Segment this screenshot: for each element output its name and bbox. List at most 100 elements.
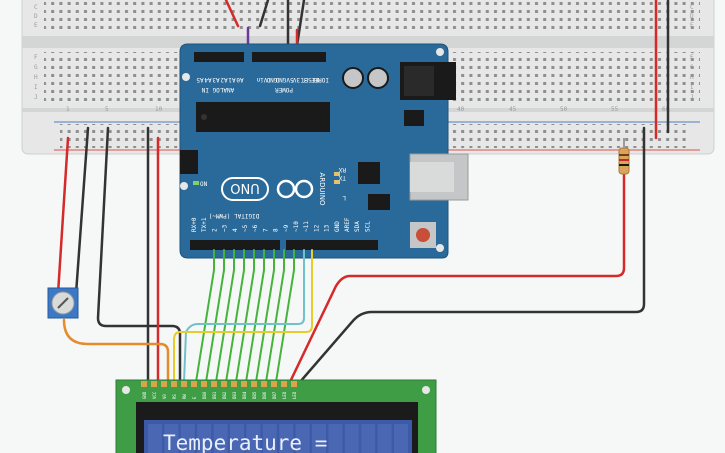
row-label-f-right: F <box>690 54 694 61</box>
pin-label-a5: A5 <box>196 76 204 83</box>
wire-black-pot[interactable] <box>74 126 90 296</box>
arduino-uno[interactable]: A5 A4 A3 A2 A1 A0 Vin GND GND 5V 3.3V RE… <box>179 43 469 259</box>
lcd-pin-label: DB3 <box>232 391 237 399</box>
digital-pin-label: ~10 <box>293 221 300 232</box>
digital-pin-label: ~3 <box>222 224 229 232</box>
lcd-pin[interactable] <box>241 381 247 387</box>
digital-pin-label: 12 <box>313 224 320 232</box>
column-number-50: 50 <box>560 106 568 113</box>
pin-label-a4: A4 <box>204 76 212 83</box>
wire-green-data[interactable] <box>195 249 215 383</box>
potentiometer[interactable] <box>47 287 79 319</box>
uno-text: UNO <box>230 180 259 195</box>
wire-black-lcd-gnd[interactable] <box>96 126 182 384</box>
lcd-pin[interactable] <box>211 381 217 387</box>
lcd-pin-label: LED <box>292 391 297 399</box>
analog-header[interactable] <box>194 52 244 62</box>
wire-orange-v0[interactable] <box>62 318 170 384</box>
lcd-pin[interactable] <box>231 381 237 387</box>
column-number-60: 60 <box>662 106 670 113</box>
lcd-pin[interactable] <box>171 381 177 387</box>
lcd-pin[interactable] <box>191 381 197 387</box>
lcd-pin[interactable] <box>161 381 167 387</box>
wire-red-pot[interactable] <box>56 136 70 296</box>
row-label-i: I <box>34 84 38 91</box>
lcd-pin-label: RW <box>182 394 187 399</box>
tx-label: TX <box>338 174 346 181</box>
digital-pin-label: ~9 <box>283 224 290 232</box>
lcd-pin-label: E <box>192 396 197 399</box>
wire-green-data[interactable] <box>235 249 255 383</box>
wire-green-data[interactable] <box>275 249 295 383</box>
row-label-h: H <box>34 74 38 81</box>
mounting-hole <box>436 48 444 56</box>
lcd-pin-label: GND <box>142 391 147 399</box>
mounting-hole <box>422 386 430 394</box>
arduino-brand: ARDUINO <box>318 173 326 206</box>
wire-green-data[interactable] <box>245 249 265 383</box>
voltage-regulator <box>404 110 424 126</box>
icsp-header <box>368 194 390 210</box>
lcd-pin[interactable] <box>281 381 287 387</box>
capacitor <box>342 67 364 89</box>
resistor[interactable] <box>618 138 630 175</box>
lcd-pin[interactable] <box>291 381 297 387</box>
wire-green-data[interactable] <box>215 249 235 383</box>
on-led <box>193 181 199 185</box>
row-label-i-right: I <box>690 84 694 91</box>
mounting-hole <box>182 73 190 81</box>
lcd-pin-label: DB7 <box>272 391 277 399</box>
wire-green-data[interactable] <box>225 249 245 383</box>
wire-red-top-1[interactable] <box>224 0 240 28</box>
lcd-pin[interactable] <box>251 381 257 387</box>
wire-red-led-anode[interactable] <box>288 170 626 384</box>
wire-cyan-enable[interactable] <box>183 249 305 383</box>
digital-pin-label: RX+0 <box>191 217 198 232</box>
pin-label-a1: A1 <box>228 76 236 83</box>
column-number-10: 10 <box>155 106 163 113</box>
rx-label: RX <box>338 166 346 173</box>
digital-pwm-label: DIGITAL (PWM~) <box>209 212 260 219</box>
lcd-pin-label: LED <box>282 391 287 399</box>
digital-pin-label: GND <box>334 221 341 232</box>
digital-header-low[interactable] <box>190 240 280 250</box>
wire-black-top-1[interactable] <box>258 0 270 28</box>
digital-header-high[interactable] <box>286 240 378 250</box>
wire-yellow-rs[interactable] <box>173 249 313 383</box>
lcd-pin[interactable] <box>201 381 207 387</box>
lcd-pin[interactable] <box>261 381 267 387</box>
top-wires[interactable] <box>224 0 670 140</box>
wire-green-data[interactable] <box>265 249 285 383</box>
wire-green-data[interactable] <box>205 249 225 383</box>
lcd-pin-label: DB0 <box>202 391 207 399</box>
reset-button[interactable] <box>410 222 436 248</box>
digital-pin-label: 8 <box>273 228 280 232</box>
wire-black-led-cathode[interactable] <box>298 126 646 384</box>
digital-pin-label: ~6 <box>252 224 259 232</box>
tx-led <box>334 172 340 176</box>
mounting-hole <box>122 386 130 394</box>
digital-pin-label: ~5 <box>242 224 249 232</box>
lcd-character-cell <box>213 424 228 453</box>
row-label-f: F <box>34 54 38 61</box>
power-header[interactable] <box>252 52 326 62</box>
data-wires[interactable] <box>173 249 313 383</box>
lcd-display-text: Temperature = <box>163 431 327 453</box>
wire-green-data[interactable] <box>255 249 275 383</box>
lcd-pin[interactable] <box>181 381 187 387</box>
column-number-1: 1 <box>66 106 70 113</box>
lcd-pin[interactable] <box>151 381 157 387</box>
lcd-pin[interactable] <box>271 381 277 387</box>
pin-label-3v3: 3.3V <box>292 76 307 83</box>
lcd-character-cell <box>279 424 294 453</box>
digital-pin-label: SDA <box>354 221 361 232</box>
lcd-pin[interactable] <box>221 381 227 387</box>
right-wires[interactable] <box>288 126 646 384</box>
arduino-infinity-logo <box>276 179 314 199</box>
row-label-g-right: G <box>690 64 694 71</box>
left-wires[interactable] <box>56 126 182 384</box>
lcd-pin[interactable] <box>141 381 147 387</box>
row-label-g: G <box>34 64 38 71</box>
